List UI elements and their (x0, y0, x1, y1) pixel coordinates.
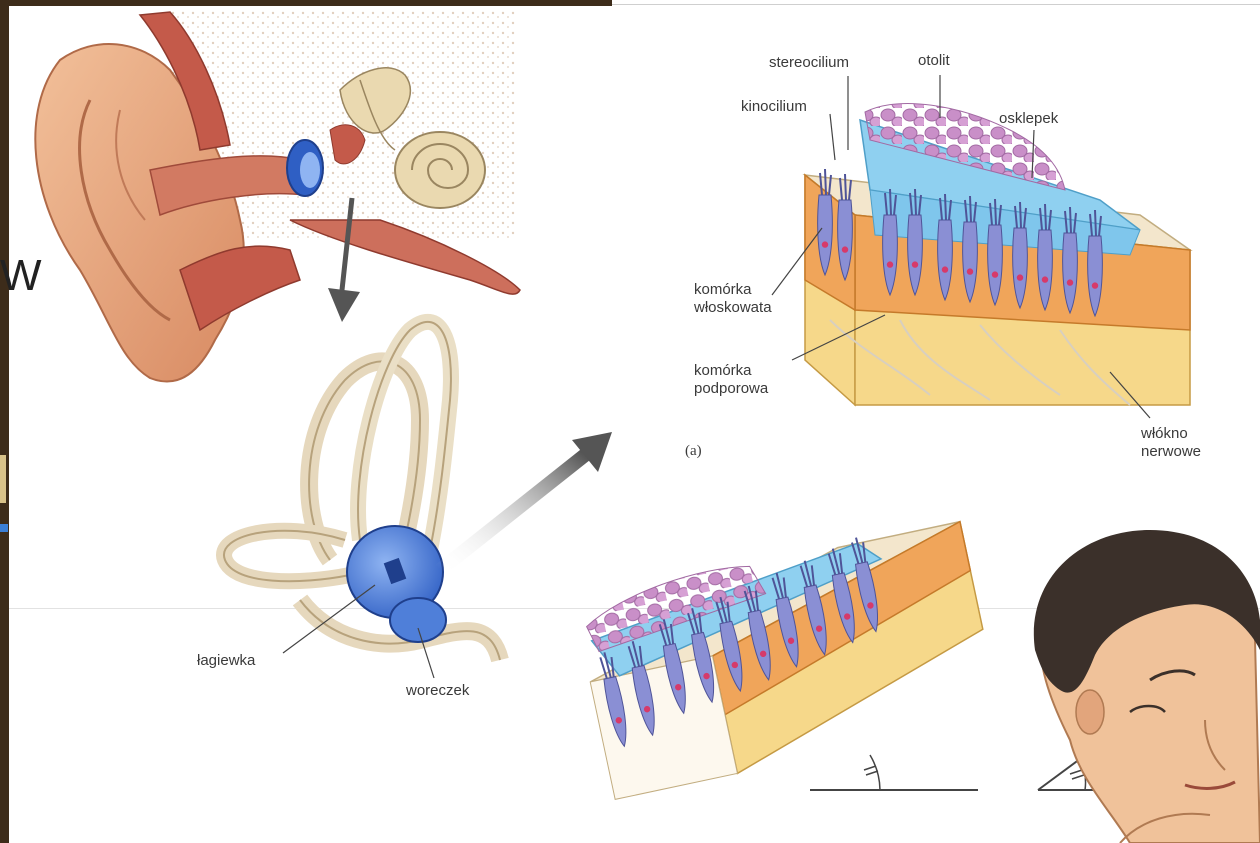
label-osklepek: osklepek (999, 110, 1058, 128)
macula-block-b (572, 516, 1001, 800)
label-lagiewka: łagiewka (197, 652, 255, 670)
label-komorka-podporowa: komórka podporowa (694, 362, 794, 398)
labyrinth-illustration (224, 322, 500, 660)
label-otolit: otolit (918, 52, 950, 70)
macula-block-a (805, 104, 1190, 405)
label-wlokno-nerwowe: włókno nerwowe (1141, 425, 1231, 461)
label-panel-a: (a) (685, 442, 702, 460)
arrow-diagonal-icon (440, 432, 612, 570)
label-kinocilium: kinocilium (741, 98, 807, 116)
label-woreczek: woreczek (406, 682, 469, 700)
label-stereocilium: stereocilium (769, 54, 849, 72)
tilted-head-illustration (1034, 530, 1260, 843)
label-komorka-wloskowata: komórka włoskowata (694, 281, 794, 317)
